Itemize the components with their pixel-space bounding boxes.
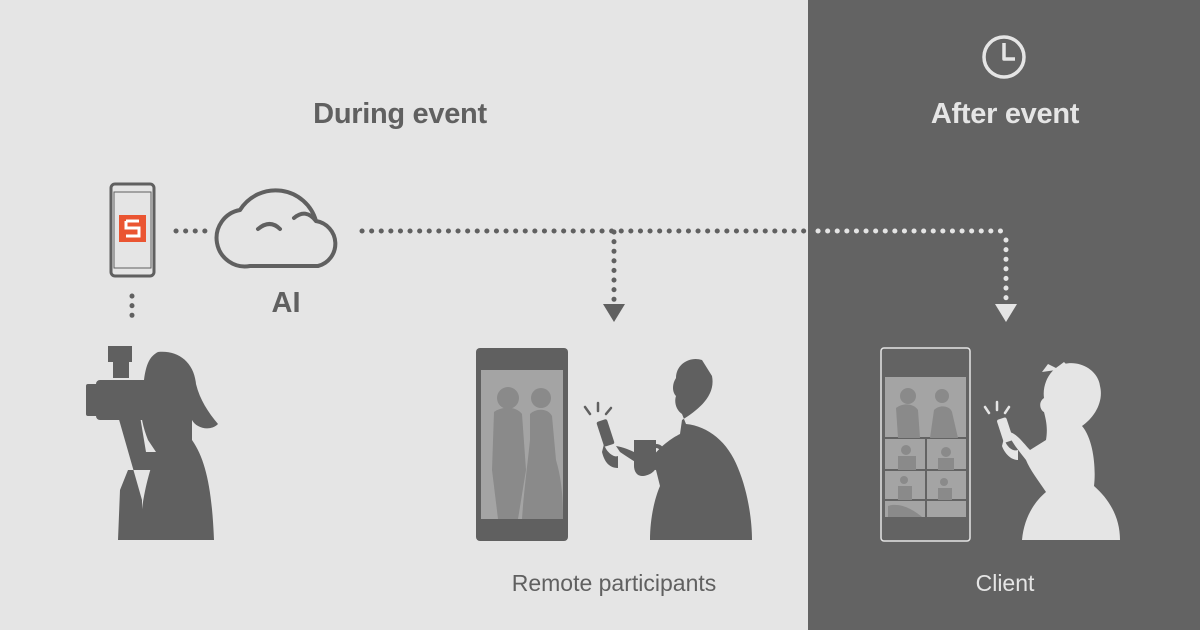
remote-participants-label: Remote participants — [511, 570, 717, 596]
remote-phone — [476, 348, 568, 541]
data-flow-lines — [129, 228, 1009, 327]
cloud-icon — [214, 188, 338, 269]
photographer-figure — [86, 346, 218, 540]
clock-icon — [982, 35, 1026, 79]
tap-indicator-client — [983, 400, 1011, 415]
during-event-heading: During event — [313, 98, 487, 130]
tap-indicator-remote — [583, 401, 613, 416]
client-label: Client — [975, 570, 1035, 596]
photographer-phone — [109, 182, 156, 278]
s-app-icon — [119, 215, 146, 242]
client-figure — [997, 362, 1120, 540]
ai-label: AI — [271, 287, 301, 319]
remote-participant-figure — [596, 358, 752, 540]
after-event-heading: After event — [930, 98, 1080, 130]
arrow-to-remote — [603, 304, 625, 322]
arrow-to-client — [995, 304, 1017, 322]
client-phone — [880, 347, 971, 542]
